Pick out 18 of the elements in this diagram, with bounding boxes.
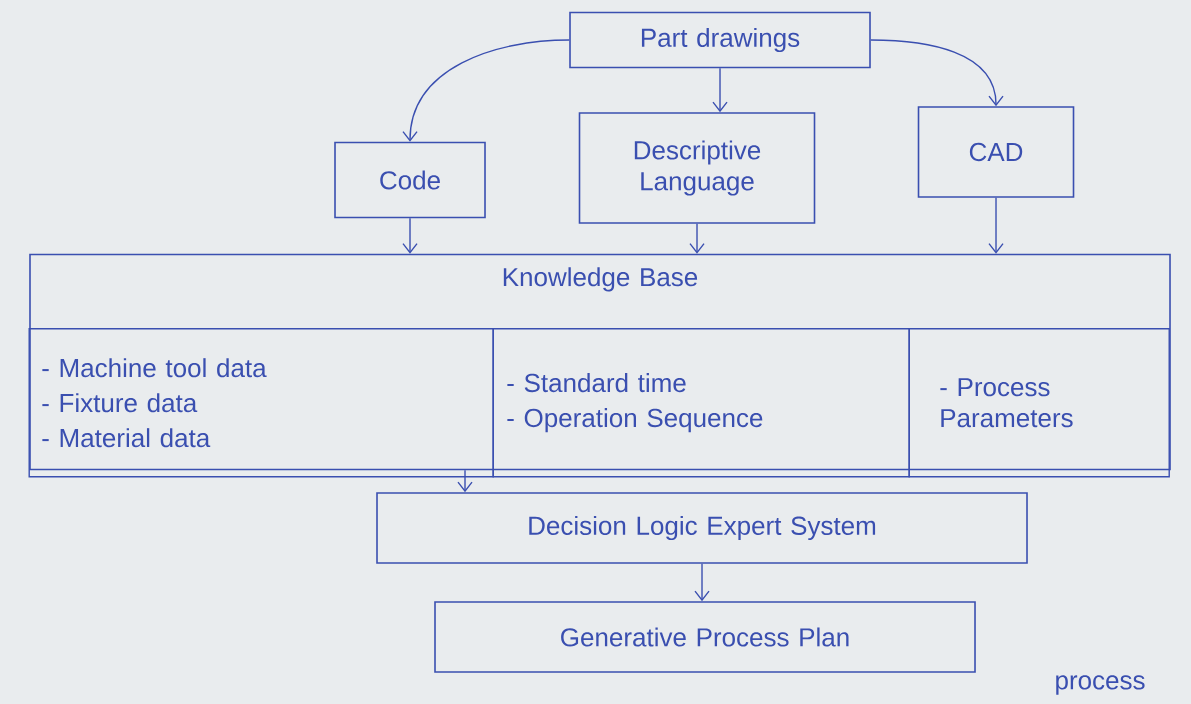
arrow (402, 39, 570, 142)
arrow (712, 67, 728, 113)
arrow (689, 223, 705, 254)
process-box: Generative Process Plan (434, 601, 976, 673)
arrow (457, 469, 473, 493)
data-list-box: - Standard time - Operation Sequence (492, 328, 910, 478)
data-list-box: - Process Parameters (908, 328, 1170, 478)
process-box: CAD (917, 106, 1075, 198)
arrow (402, 217, 418, 254)
note-text: process (1056, 675, 1145, 695)
process-box: Code (334, 141, 486, 219)
arrow (988, 197, 1004, 254)
process-box: Descriptive Language (578, 112, 816, 224)
arrow (870, 39, 1004, 107)
process-box: Part drawings (569, 11, 871, 69)
process-box: Decision Logic Expert System (376, 492, 1028, 564)
arrow (694, 563, 710, 602)
data-list-box: - Machine tool data - Fixture data - Material data (28, 328, 494, 478)
